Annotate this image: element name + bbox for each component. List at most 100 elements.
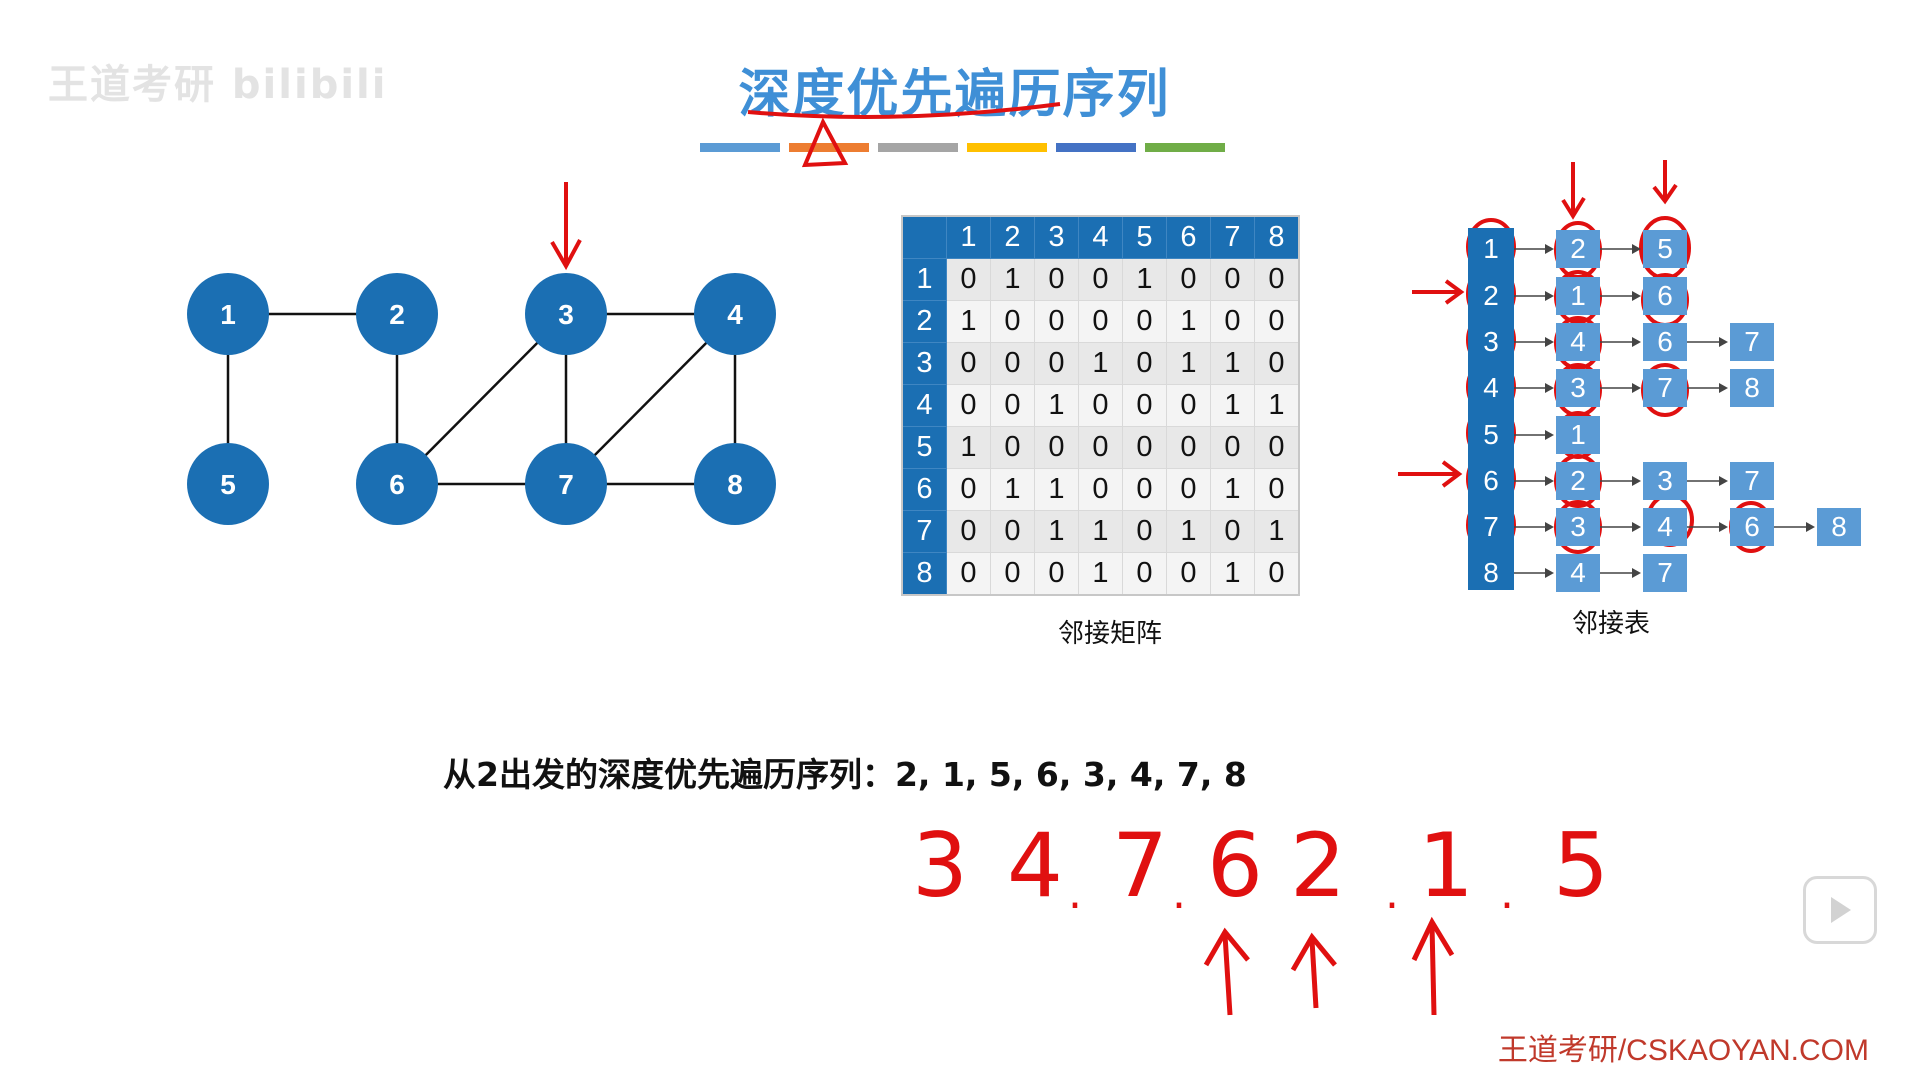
adjacency-node: 1 [1556,277,1600,315]
matrix-cell: 0 [1210,510,1255,553]
triangle-mark [801,117,849,168]
accent-bar [967,143,1047,152]
matrix-col-header: 6 [1166,215,1211,259]
adjacency-head: 3 [1483,326,1499,357]
matrix-col-header: 4 [1078,215,1123,259]
matrix-cell: 0 [1122,510,1167,553]
graph-node-label: 6 [389,469,405,500]
graph-node-label: 2 [389,299,405,330]
handwritten-digit: 5 [1553,814,1609,917]
matrix-cell: 1 [1210,384,1255,427]
matrix-cell: 0 [946,342,991,385]
matrix-cell: 1 [1034,510,1079,553]
matrix-cell: 0 [990,342,1035,385]
arrows-up [1203,916,1455,1016]
accent-bar [1056,143,1136,152]
graph-node-label: 7 [558,469,574,500]
accent-bar [700,143,780,152]
handwritten-dot: . [1385,868,1399,919]
matrix-cell: 0 [1122,468,1167,511]
handwritten-digit: 1 [1418,814,1474,917]
adjacency-node: 3 [1556,369,1600,407]
matrix-cell: 0 [1254,426,1300,469]
adjacency-node: 7 [1643,369,1687,407]
matrix-cell: 1 [1166,342,1211,385]
matrix-cell: 0 [1034,552,1079,596]
matrix-cell: 0 [1210,426,1255,469]
watermark: 王道考研 bilibili [48,62,388,108]
graph-node-label: 5 [220,469,236,500]
handwritten-digit: 7 [1112,814,1168,917]
matrix-cell: 0 [1122,552,1167,596]
matrix-cell: 0 [1122,384,1167,427]
matrix-row-header: 6 [901,468,947,511]
adjacency-node: 6 [1730,508,1774,546]
accent-bar [878,143,958,152]
matrix-cell: 1 [1166,300,1211,343]
accent-bar [1145,143,1225,152]
handwritten-dot: . [1172,868,1186,919]
matrix-col-header: 3 [1034,215,1079,259]
matrix-cell: 1 [1078,552,1123,596]
matrix-cell: 1 [946,426,991,469]
graph-node-7 [525,443,607,525]
matrix-row-header: 1 [901,258,947,301]
adjacency-head: 5 [1483,419,1499,450]
graph-node-label: 4 [727,299,743,330]
adjacency-caption: 邻接表 [1572,609,1651,639]
matrix-row-header: 3 [901,342,947,385]
handwritten-digit: 2 [1290,814,1346,917]
graph-node-8 [694,443,776,525]
matrix-cell: 0 [1078,468,1123,511]
matrix-row-header: 7 [901,510,947,553]
matrix-col-header: 5 [1122,215,1167,259]
adjacency-node: 2 [1556,230,1600,268]
adjacency-node: 8 [1817,508,1861,546]
matrix-cell: 0 [946,384,991,427]
matrix-cell: 1 [1166,510,1211,553]
adjacency-head: 8 [1483,557,1499,588]
matrix-cell: 1 [1078,510,1123,553]
handwritten-dot: . [1068,868,1082,919]
matrix-cell: 0 [1166,552,1211,596]
matrix-cell: 1 [1254,384,1300,427]
adjacency-node: 7 [1643,554,1687,592]
dfs-sequence-text: 从2出发的深度优先遍历序列：2, 1, 5, 6, 3, 4, 7, 8 [443,755,1247,794]
matrix-caption: 邻接矩阵 [1058,619,1163,649]
footer-brand: 王道考研/CSKAOYAN.COM [1497,1034,1869,1067]
matrix-cell: 0 [1122,426,1167,469]
accent-bar [789,143,869,152]
adjacency-node: 6 [1643,277,1687,315]
matrix-cell: 1 [1210,468,1255,511]
matrix-col-header: 8 [1254,215,1300,259]
matrix-cell: 0 [1166,426,1211,469]
arrow-col-3 [1652,160,1678,205]
adjacency-head: 7 [1483,511,1499,542]
matrix-cell: 0 [1166,468,1211,511]
matrix-cell: 0 [1210,258,1255,301]
matrix-cell: 0 [990,552,1035,596]
adjacency-node: 7 [1730,323,1774,361]
adjacency-node: 5 [1643,230,1687,268]
matrix-cell: 0 [990,426,1035,469]
matrix-cell: 0 [1122,342,1167,385]
arrow-node-3 [550,182,582,271]
matrix-cell: 0 [1210,300,1255,343]
matrix-row-header: 8 [901,552,947,596]
matrix-cell: 0 [1078,384,1123,427]
matrix-cell: 0 [1034,258,1079,301]
play-button[interactable] [1803,876,1877,944]
matrix-cell: 1 [1210,342,1255,385]
handwritten-digit: 3 [912,814,968,917]
graph-node-3 [525,273,607,355]
adjacency-node: 8 [1730,369,1774,407]
matrix-corner [901,215,947,259]
adjacency-node: 3 [1643,462,1687,500]
